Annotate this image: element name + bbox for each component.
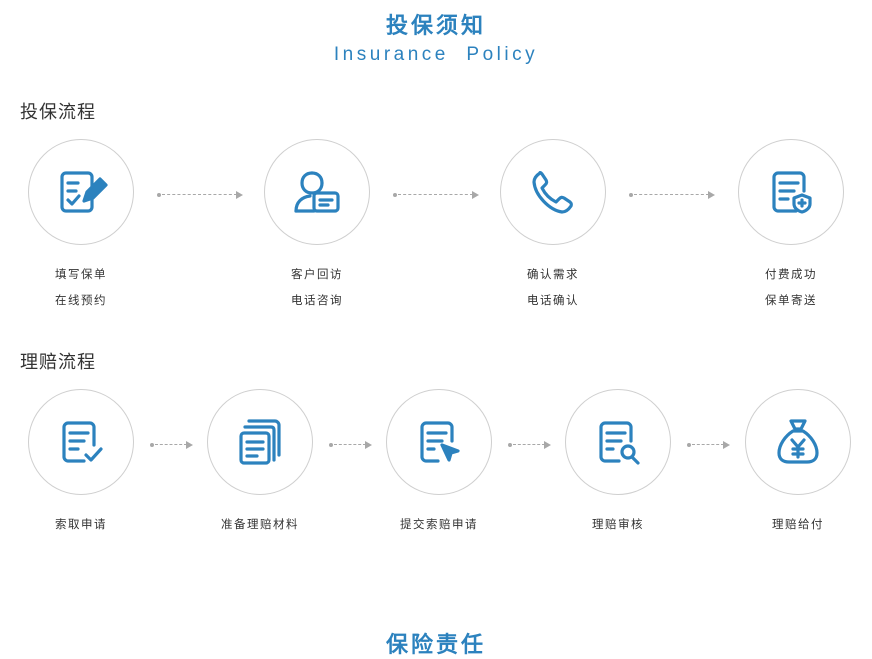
flow-arrow [508,441,551,449]
documents-stack-icon [239,419,281,465]
insure-step-sublabel: 电话确认 [527,293,579,307]
edit-form-icon [60,171,108,213]
insure-step-label: 客户回访 [291,267,343,281]
document-cursor-icon [420,421,460,463]
insure-step-fill-form [28,139,134,245]
phone-icon [532,170,574,214]
customer-card-icon [294,171,340,213]
document-shield-icon [772,171,812,214]
section-title-coverage: 保险责任 [385,633,486,658]
flow-arrow [329,441,372,449]
claim-step-label: 索取申请 [55,517,107,531]
flow-arrow [393,191,479,199]
claim-step-label: 提交索赔申请 [400,517,478,531]
page-subtitle: Insurance Policy [333,44,539,65]
flow-arrow [687,441,730,449]
flow-arrow [157,191,243,199]
insure-step-label: 付费成功 [765,267,817,281]
claim-step-label: 理赔审核 [592,517,644,531]
flow-arrow [629,191,715,199]
claim-step-label: 理赔给付 [772,517,824,531]
insure-step-sublabel: 在线预约 [55,293,107,307]
insure-step-confirm [500,139,606,245]
money-bag-icon [777,419,819,464]
claim-step-label: 准备理赔材料 [221,517,299,531]
claim-step-request [28,389,134,495]
insure-step-callback [264,139,370,245]
flow-arrow [150,441,193,449]
page-title: 投保须知 [385,14,486,39]
insure-step-sublabel: 保单寄送 [765,293,817,307]
document-check-icon [62,421,103,463]
insure-step-sublabel: 电话咨询 [291,293,343,307]
claim-process-title: 理赔流程 [20,352,96,373]
insure-step-label: 填写保单 [55,267,107,281]
document-search-icon [599,421,640,465]
claim-step-review [565,389,671,495]
insure-process-title: 投保流程 [20,102,96,123]
claim-step-payout [745,389,851,495]
insure-step-paid [738,139,844,245]
claim-step-submit [386,389,492,495]
insure-step-label: 确认需求 [527,267,579,281]
claim-step-prepare [207,389,313,495]
